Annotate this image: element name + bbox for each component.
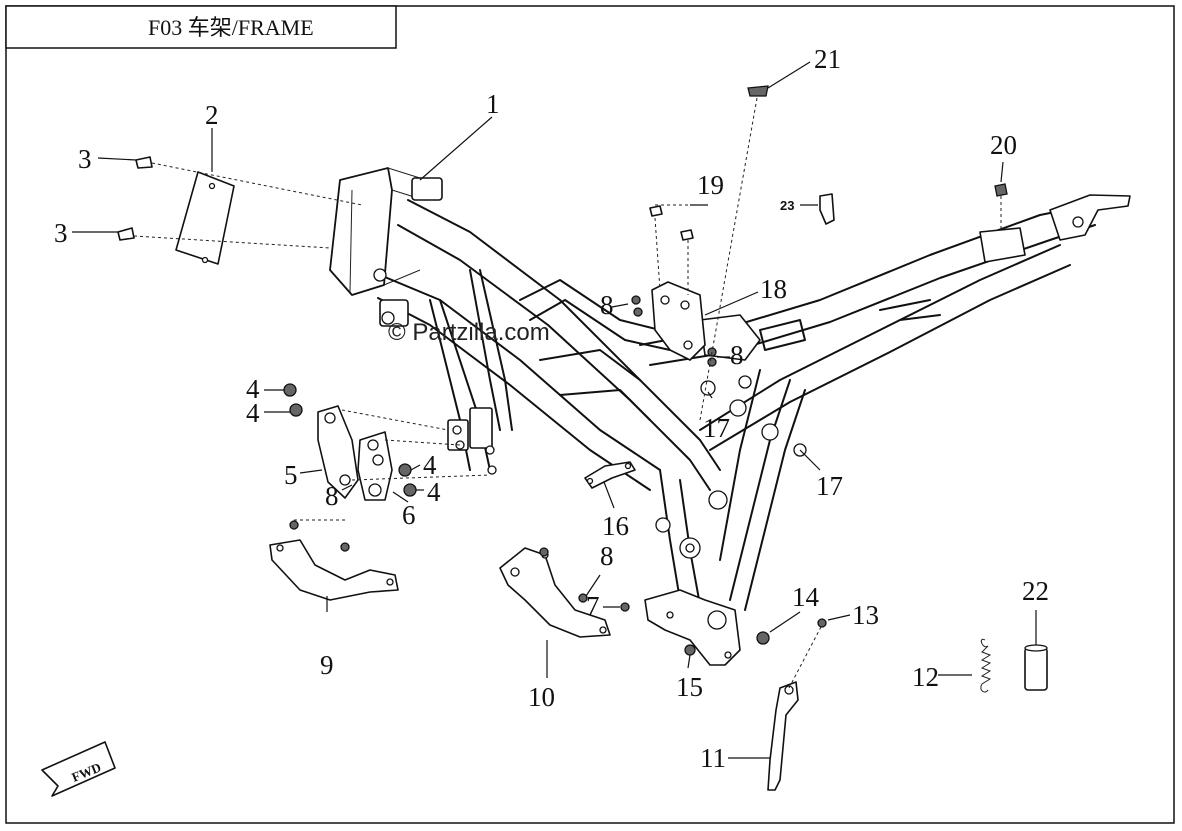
callout-4: 4 [246,398,260,428]
watermark: © Partzilla.com [388,319,550,346]
callout-2: 2 [205,100,219,130]
part-21-cap [747,85,769,97]
callout-15: 15 [676,672,703,702]
part-20-nut [994,183,1008,197]
part-6-bracket [357,431,393,501]
callout-13: 13 [852,600,879,630]
callout-5: 5 [284,460,298,490]
part-19-bolts [649,205,694,241]
callout-9: 9 [320,650,334,680]
part-11-side-stand [767,681,799,791]
callout-6: 6 [402,500,416,530]
fwd-arrow: FWD [41,741,116,797]
callout-22: 22 [1022,576,1049,606]
part-12-spring [980,638,992,693]
part-18-bracket [631,281,717,367]
main-frame [329,167,1131,621]
side-stand-bracket [644,589,827,666]
leader-lines [72,61,1037,759]
callout-4: 4 [423,450,437,480]
callout-21: 21 [814,44,841,74]
part-10-bracket [499,547,630,638]
sheet-border [5,5,1175,824]
callout-10: 10 [528,682,555,712]
part-4-bolts [283,383,417,497]
callout-17: 17 [703,413,730,443]
callout-8: 8 [600,290,614,320]
callout-1: 1 [486,89,500,119]
callout-8: 8 [730,340,744,370]
callout-14: 14 [792,582,820,612]
part-2-plate [175,171,235,265]
callout-12: 12 [912,662,939,692]
callout-19: 19 [697,170,724,200]
part-23-clip [819,193,835,225]
callout-4: 4 [427,477,441,507]
title-block: F03 车架/FRAME [5,5,397,49]
callout-labels: 1 2 3 3 4 4 4 4 5 6 7 8 8 8 8 9 10 11 12… [54,44,1049,773]
callout-11: 11 [700,743,726,773]
callout-16: 16 [602,511,629,541]
callout-8: 8 [600,541,614,571]
part-9-bracket [269,520,399,601]
callout-8: 8 [325,481,339,511]
page-title: F03 车架/FRAME [148,15,314,40]
callout-23: 23 [780,198,794,213]
callout-7: 7 [586,591,600,621]
callout-18: 18 [760,274,787,304]
callout-3: 3 [54,218,68,248]
part-5-bracket [317,405,359,499]
callout-17: 17 [816,471,843,501]
part-16-bracket [584,461,636,489]
callout-3: 3 [78,144,92,174]
part-3-screws [117,156,153,241]
part-22-sleeve [1024,644,1048,691]
callout-4: 4 [246,374,260,404]
callout-20: 20 [990,130,1017,160]
